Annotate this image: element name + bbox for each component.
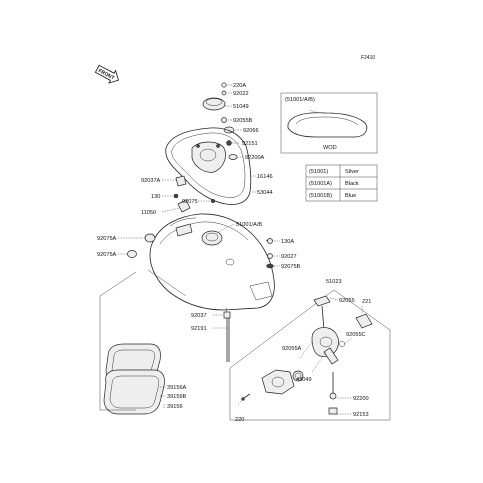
- inset-tank-cover-drawing: [287, 109, 368, 138]
- color-table-part-1: (51001A): [309, 181, 332, 187]
- callout-53044: 53044: [257, 190, 273, 196]
- pad-leader-frame-2: [147, 269, 187, 297]
- lever-drawing: [241, 369, 304, 401]
- callout-16146: 16146: [257, 174, 273, 180]
- color-table-color-1: Black: [345, 181, 359, 187]
- callout-92200A: 92200A: [245, 155, 265, 161]
- callout-220A: 220A: [233, 83, 246, 89]
- figure-code: F2410: [361, 55, 375, 61]
- inset-variant-code: WOD: [323, 145, 337, 151]
- callout-130A: 130A: [281, 239, 294, 245]
- callout-92037A: 92037A: [141, 178, 161, 184]
- callout-92055: 92055: [339, 298, 355, 304]
- drain-pipe-drawing: [223, 311, 231, 362]
- inset-variant-label: (51001/A/B): [285, 97, 315, 103]
- grommet-drawing: [173, 175, 216, 213]
- callout-39156: 39156: [167, 404, 183, 410]
- bolt-washer-drawing: [265, 238, 274, 269]
- callout-92151: 92151: [242, 141, 258, 147]
- callout-92027: 92027: [281, 254, 297, 260]
- callout-92075A-b: 92075A: [97, 252, 117, 258]
- callout-39156A: 39156A: [167, 385, 187, 391]
- tank-cover-drawing: [165, 127, 252, 205]
- callout-221: 221: [362, 299, 371, 305]
- callout-92153: 92153: [353, 412, 369, 418]
- cap-plate-drawing: [202, 97, 226, 111]
- callout-92037: 92037: [191, 313, 207, 319]
- callout-92200: 92200: [353, 396, 369, 402]
- callout-92055C: 92055C: [346, 332, 366, 338]
- variant-inset-box: [280, 92, 378, 154]
- fuel-cock-bolt-drawing: [328, 372, 338, 415]
- callout-220: 220: [235, 417, 244, 423]
- fuel-cock-drawing: [311, 295, 373, 365]
- knee-pad-base-drawing: [103, 369, 165, 415]
- color-table-color-0: Silver: [345, 169, 359, 175]
- front-direction-icon: FRONT: [94, 64, 119, 84]
- callout-51049: 51049: [233, 104, 249, 110]
- callout-92066: 92066: [243, 128, 259, 134]
- cap-screw-drawing: [221, 82, 227, 96]
- callout-92075: 92075: [182, 199, 198, 205]
- fuel-tank-drawing: [149, 213, 275, 319]
- callout-92055B: 92055B: [233, 118, 253, 124]
- callout-92191: 92191: [191, 326, 207, 332]
- leader-lines: [118, 84, 363, 415]
- callout-43049: 43049: [296, 377, 312, 383]
- callout-11050: 11050: [141, 210, 156, 216]
- color-table-color-2: Blue: [345, 193, 356, 199]
- callout-92075A-a: 92075A: [97, 236, 117, 242]
- callout-92075B: 92075B: [281, 264, 301, 270]
- color-table-part-0: (51001): [309, 169, 328, 175]
- color-table-part-2: (51001B): [309, 193, 332, 199]
- callout-51023: 51023: [326, 279, 342, 285]
- color-table: (51001) Silver (51001A) Black (51001B) B…: [305, 164, 378, 202]
- callout-92055A: 92055A: [282, 346, 302, 352]
- pad-leader-frame: [99, 271, 137, 411]
- callout-92022: 92022: [233, 91, 249, 97]
- callout-39156B: 39156B: [167, 394, 187, 400]
- callout-130-left: 130: [151, 194, 160, 200]
- callout-51001AB: 51001/A/B: [236, 222, 262, 228]
